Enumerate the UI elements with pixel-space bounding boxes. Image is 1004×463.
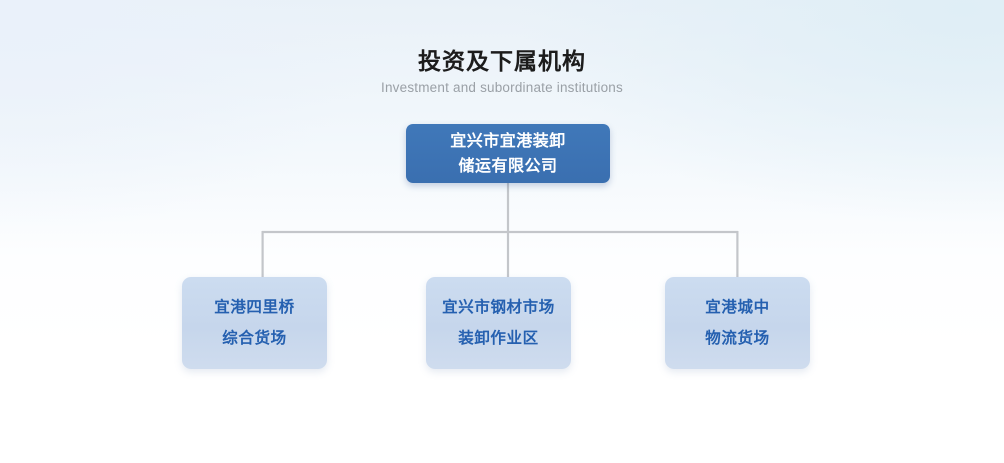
org-node-child-1[interactable]: 宜港四里桥 综合货场 [182, 277, 327, 369]
page-heading: 投资及下属机构 Investment and subordinate insti… [0, 46, 1004, 97]
org-node-child-1-line-2: 综合货场 [222, 330, 287, 347]
org-node-root-line-2: 储运有限公司 [458, 157, 558, 175]
org-node-root[interactable]: 宜兴市宜港装卸 储运有限公司 [406, 124, 610, 183]
org-node-child-2[interactable]: 宜兴市钢材市场 装卸作业区 [426, 277, 571, 369]
page-title: 投资及下属机构 [418, 48, 586, 74]
org-node-child-3[interactable]: 宜港城中 物流货场 [665, 277, 810, 369]
org-node-child-2-line-1: 宜兴市钢材市场 [442, 299, 555, 316]
org-node-child-3-line-2: 物流货场 [705, 330, 770, 347]
page-subtitle: Investment and subordinate institutions [381, 80, 623, 95]
org-node-root-line-1: 宜兴市宜港装卸 [450, 132, 566, 150]
org-node-child-2-line-2: 装卸作业区 [458, 330, 539, 347]
org-node-child-1-line-1: 宜港四里桥 [214, 299, 295, 316]
org-node-child-3-line-1: 宜港城中 [705, 299, 770, 316]
